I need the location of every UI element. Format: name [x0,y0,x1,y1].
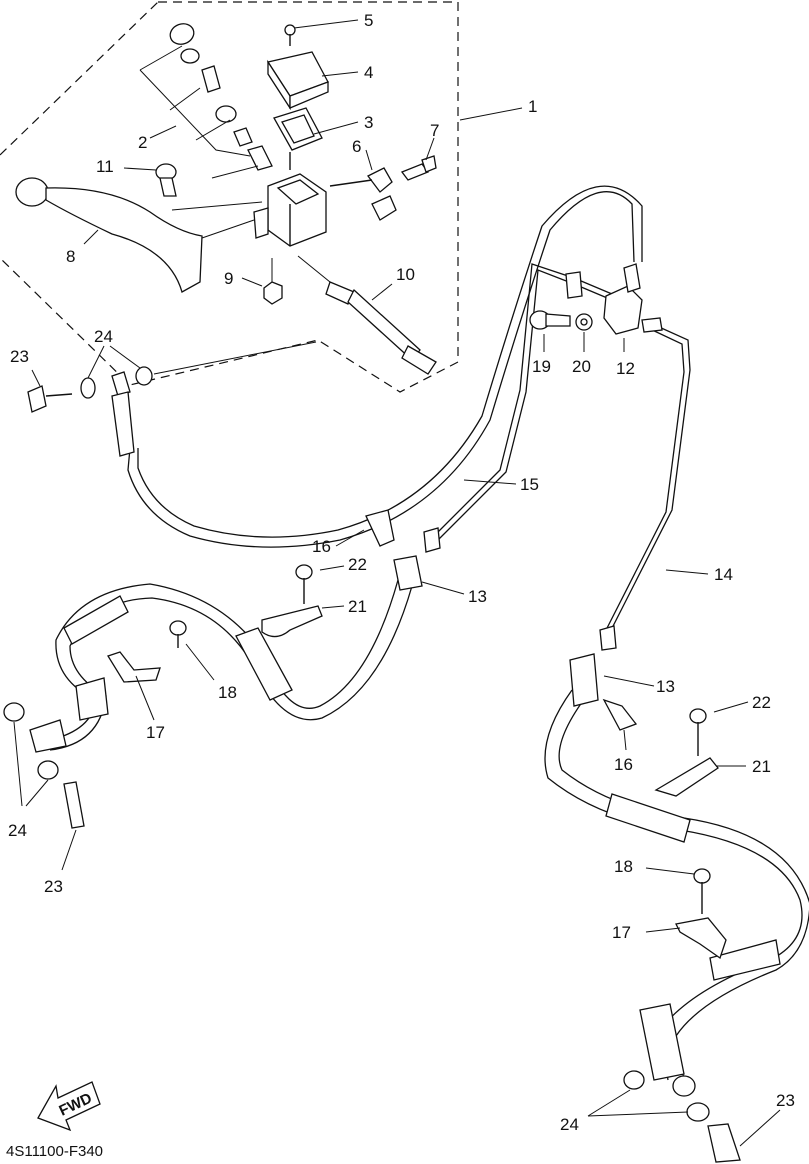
callout-13-upper: 13 [468,587,487,606]
callout-15: 15 [520,475,539,494]
callout-6: 6 [352,137,361,156]
drawing-code: 4S11100-F340 [6,1143,103,1160]
callout-22-right: 22 [752,693,771,712]
lower-right-hose [544,653,809,1163]
callout-24-upper: 24 [94,327,113,346]
callout-11: 11 [96,157,114,176]
callout-1: 1 [528,97,537,116]
upper-brake-hose [27,185,643,548]
callout-24-lower-left: 24 [8,821,27,840]
callout-16-upper: 16 [312,537,331,556]
callout-3: 3 [364,113,373,132]
callout-16-lower: 16 [614,755,633,774]
callout-13-lower: 13 [656,677,675,696]
callout-18-right: 18 [614,857,633,876]
callout-23-right: 23 [776,1091,795,1110]
master-cylinder-parts [15,23,437,375]
callout-7: 7 [430,121,439,140]
callout-5: 5 [364,11,373,30]
fwd-arrow-icon: FWD [37,1081,101,1132]
leader-lines [13,19,781,1147]
callout-labels: 1 2 3 4 5 6 7 8 9 10 11 12 13 13 14 15 1… [8,11,795,1134]
callout-9: 9 [224,269,233,288]
callout-22-left: 22 [348,555,367,574]
callout-20: 20 [572,357,591,376]
lower-left-hose [3,509,423,829]
callout-17-right: 17 [612,923,631,942]
callout-21-left: 21 [348,597,367,616]
callout-24-right: 24 [560,1115,579,1134]
callout-4: 4 [364,63,373,82]
callout-12: 12 [616,359,635,378]
brake-pipes [423,263,691,651]
callout-10: 10 [396,265,415,284]
callout-17-left: 17 [146,723,165,742]
callout-21-right: 21 [752,757,771,776]
master-cylinder-group-boundary [0,1,459,393]
callout-19: 19 [532,357,551,376]
callout-23-lower-left: 23 [44,877,63,896]
callout-14: 14 [714,565,733,584]
callout-2: 2 [138,133,147,152]
callout-18-left: 18 [218,683,237,702]
callout-8: 8 [66,247,75,266]
callout-23-upper-left: 23 [10,347,29,366]
